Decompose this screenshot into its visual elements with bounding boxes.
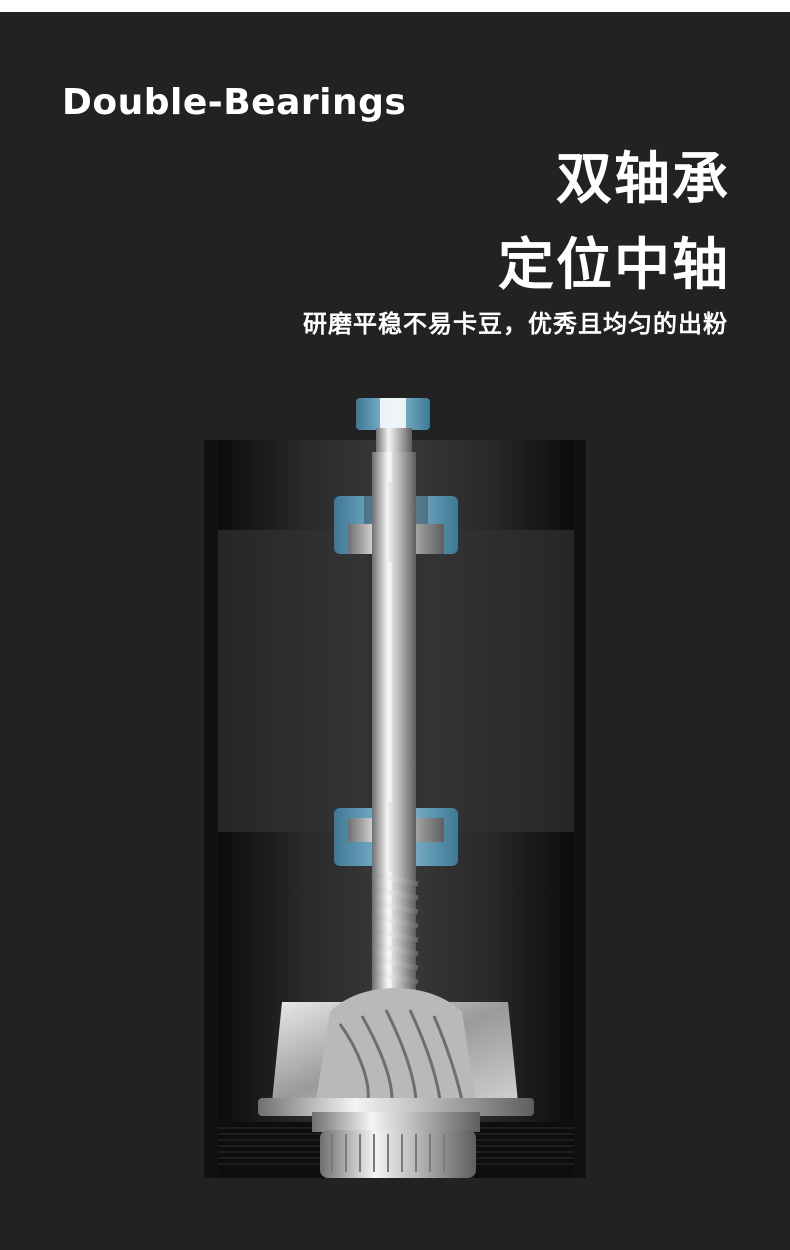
upper-bearing xyxy=(334,482,458,562)
chinese-heading-line1: 双轴承 xyxy=(556,147,730,212)
grinder-cutaway-illustration xyxy=(204,398,586,1178)
feature-subtitle: 研磨平稳不易卡豆，优秀且均匀的出粉 xyxy=(303,310,728,338)
chinese-heading-line2: 定位中轴 xyxy=(498,233,730,298)
english-heading: Double-Bearings xyxy=(62,82,407,123)
lower-bearing xyxy=(334,802,458,872)
product-feature-panel: Double-Bearings 双轴承 定位中轴 研磨平稳不易卡豆，优秀且均匀的… xyxy=(0,12,790,1250)
top-nut xyxy=(356,398,430,430)
burr-assembly xyxy=(258,988,534,1178)
spring xyxy=(371,871,419,985)
